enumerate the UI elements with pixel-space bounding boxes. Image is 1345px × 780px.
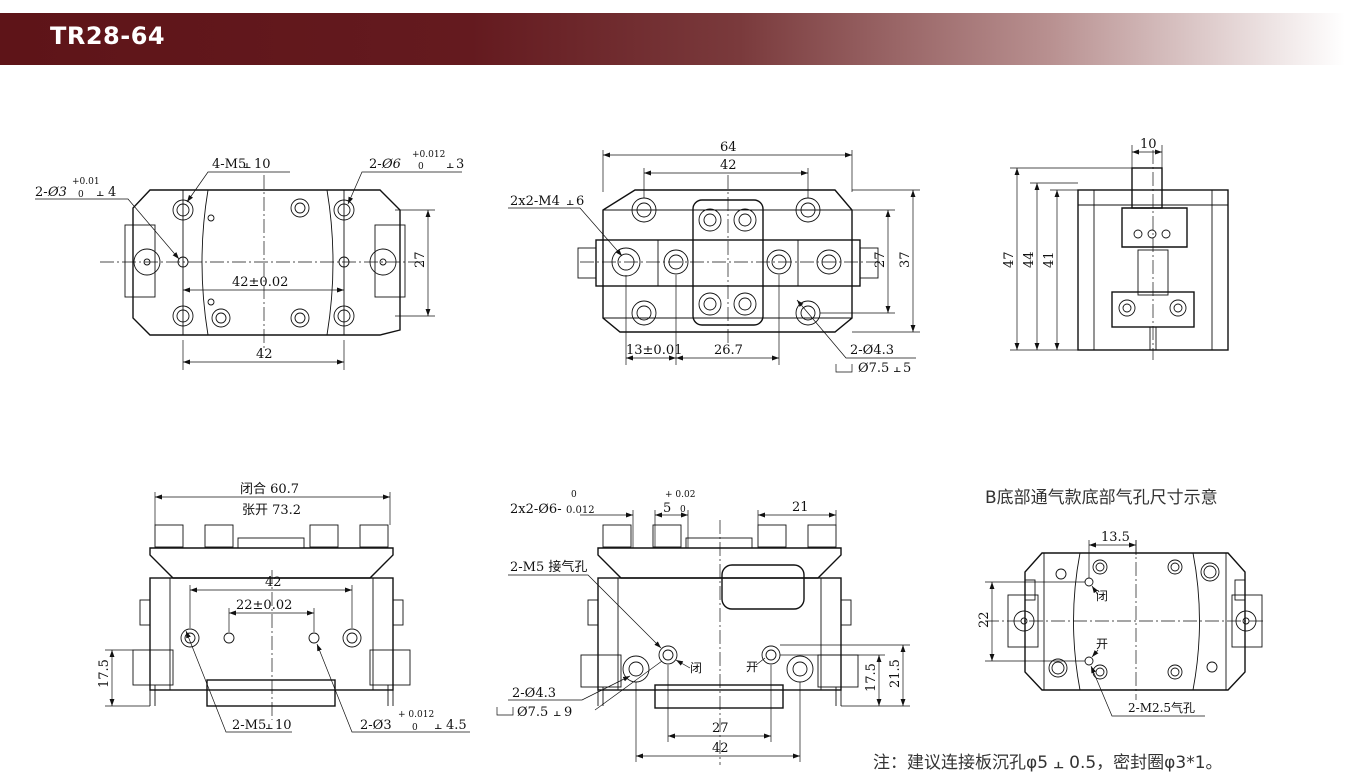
bm-label-close: 闭 <box>690 661 702 675</box>
page-title: TR28-64 <box>50 22 166 50</box>
bm-dim-5-tol-up: + 0.02 <box>665 490 695 500</box>
footnote: 注：建议连接板沉孔φ5 ⫠ 0.5，密封圈φ3*1。 <box>873 753 1223 773</box>
bm-cbore-dia: Ø7.5 <box>517 705 548 720</box>
bl-thread-depth: 10 <box>275 718 292 733</box>
br-label-open: 开 <box>1096 637 1108 651</box>
bm-cbore-depth: 9 <box>564 705 572 720</box>
br-air-callout: 2-M2.5气孔 <box>1128 700 1195 715</box>
bm-dim-5-tol-low: 0 <box>680 505 686 515</box>
svg-text:⫠: ⫠ <box>434 718 442 733</box>
side-dim-41: 41 <box>1042 251 1057 268</box>
bottom-middle-view: 2x2-Ø6- 0 0.012 5 + 0.02 0 21 2-M5 接气孔 闭… <box>496 490 910 765</box>
front-dim-total: 64 <box>720 140 737 155</box>
front-dim-267: 26.7 <box>714 343 743 358</box>
top-hole-right-dia: Ø6 <box>381 157 401 172</box>
bm-dim-215: 21.5 <box>888 659 903 688</box>
bl-holes-tol-low: 0 <box>412 723 418 733</box>
front-dim-inner: 42 <box>720 158 737 173</box>
svg-text:⫠: ⫠ <box>566 194 574 209</box>
bl-dim-22: 22±0.02 <box>236 598 292 613</box>
bm-air-callout: 2-M5 接气孔 <box>510 559 587 575</box>
top-hole-right-tol-up: +0.012 <box>412 150 445 160</box>
bl-thread-callout: 2-M5 <box>232 718 266 733</box>
bl-dim-42: 42 <box>265 575 282 590</box>
bm-dim-175: 17.5 <box>864 663 879 692</box>
top-hole-left-tol-low: 0 <box>78 190 84 200</box>
bottom-left-view: 闭合 60.7 张开 73.2 42 22±0.02 17.5 2-M5 ⫠ 1… <box>97 482 470 733</box>
top-hole-right-tol-low: 0 <box>418 162 424 172</box>
br-dim-135: 13.5 <box>1101 530 1130 545</box>
bl-holes-depth: 4.5 <box>446 718 467 733</box>
br-dim-22: 22 <box>977 611 992 628</box>
top-hole-left-qty: 2- <box>35 185 48 200</box>
svg-text:⫠: ⫠ <box>893 361 901 376</box>
bottom-view-caption: B底部通气款底部气孔尺寸示意 <box>985 488 1218 508</box>
front-thread-depth: 6 <box>576 194 584 209</box>
bl-dim-open: 张开 73.2 <box>242 503 301 518</box>
top-view: 2- Ø3 +0.01 0 ⫠ 4 4-M5 ⫠ 10 2- Ø6 +0.012… <box>35 150 464 370</box>
bl-holes-callout: 2-Ø3 <box>360 718 392 733</box>
top-hole-left-depth: 4 <box>108 185 116 200</box>
bm-dim-5: 5 <box>663 501 671 516</box>
br-label-close: 闭 <box>1096 589 1108 603</box>
bottom-right-view: 13.5 22 闭 开 2-M2.5气孔 <box>977 530 1265 717</box>
top-dim-height: 27 <box>413 251 428 268</box>
front-dim-37: 37 <box>898 251 913 268</box>
front-cbore-dia: Ø7.5 <box>858 361 889 376</box>
svg-text:⫠: ⫠ <box>446 157 454 172</box>
top-thread-callout: 4-M5 <box>212 157 246 172</box>
top-dim-inner: 42±0.02 <box>232 275 288 290</box>
front-cbore-depth: 5 <box>903 361 911 376</box>
bm-label-open: 开 <box>746 660 758 674</box>
svg-text:⫠: ⫠ <box>265 718 273 733</box>
bm-pin-callout: 2x2-Ø6- <box>510 502 562 517</box>
front-view: 64 42 2x2-M4 ⫠ 6 27 37 13±0.01 26.7 2-Ø4… <box>508 140 920 376</box>
front-dim-13: 13±0.01 <box>626 343 682 358</box>
side-dim-44: 44 <box>1022 251 1037 268</box>
top-hole-left-tol-up: +0.01 <box>72 177 100 187</box>
front-hole-callout: 2-Ø4.3 <box>850 343 894 358</box>
svg-text:⫠: ⫠ <box>96 185 104 200</box>
bm-dim-21: 21 <box>792 500 809 515</box>
front-thread-callout: 2x2-M4 <box>510 194 560 209</box>
side-dim-47: 47 <box>1002 251 1017 268</box>
title-banner: TR28-64 <box>0 13 1345 65</box>
side-view: 10 47 44 41 <box>1002 137 1229 360</box>
front-dim-27: 27 <box>873 251 888 268</box>
top-thread-depth: 10 <box>254 157 271 172</box>
bm-pin-tol-low: 0.012 <box>566 505 595 516</box>
bl-dim-closed: 闭合 60.7 <box>240 482 299 497</box>
bm-hole-callout: 2-Ø4.3 <box>512 686 556 701</box>
top-hole-right-qty: 2- <box>369 157 382 172</box>
top-hole-right-depth: 3 <box>456 157 464 172</box>
svg-text:⫠: ⫠ <box>553 705 561 720</box>
bm-dim-42: 42 <box>712 741 729 756</box>
bl-dim-175: 17.5 <box>97 659 112 688</box>
top-dim-bottom: 42 <box>256 347 273 362</box>
bm-dim-27: 27 <box>712 721 729 736</box>
side-dim-width: 10 <box>1140 137 1157 152</box>
bl-holes-tol-up: + 0.012 <box>398 710 434 720</box>
svg-text:⫠: ⫠ <box>243 157 251 172</box>
bm-pin-tol-up: 0 <box>571 490 577 500</box>
top-hole-left-dia: Ø3 <box>47 185 67 200</box>
